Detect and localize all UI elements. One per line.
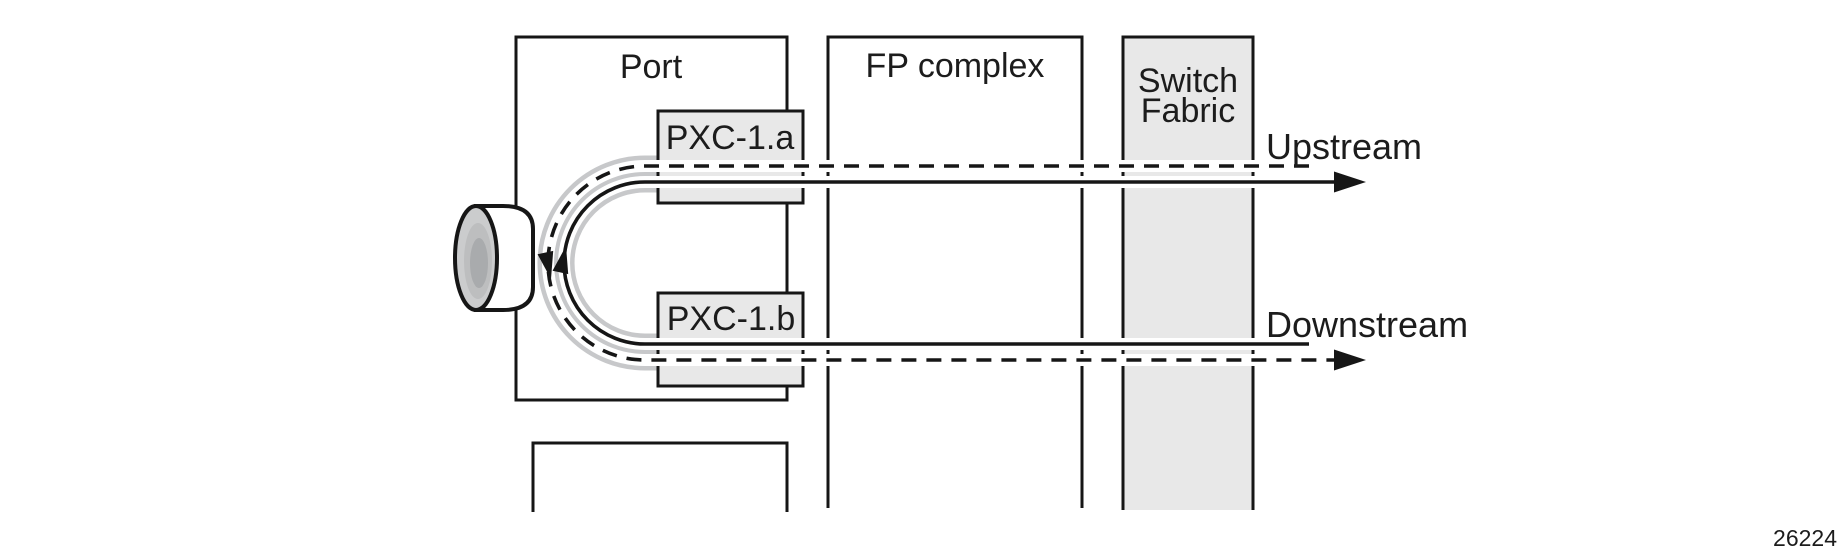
fp-complex-box — [826, 35, 1084, 508]
figure-number: 26224 — [1773, 525, 1837, 551]
pxc-a-label: PXC-1.a — [666, 119, 795, 157]
upstream-label: Upstream — [1266, 126, 1422, 167]
switch-fabric-box — [1121, 35, 1255, 510]
pxc-b-label: PXC-1.b — [667, 300, 796, 338]
labels: Port FP complex Switch Fabric PXC-1.a PX… — [620, 47, 1837, 551]
loopback-up-arrow-icon — [552, 246, 569, 275]
loopback-band-inner — [553, 171, 662, 355]
downstream-arrowhead-icon — [1334, 349, 1366, 371]
cable-connector-icon — [453, 204, 535, 312]
switch-fabric-label-line1: Switch — [1138, 62, 1238, 100]
switch-fabric-label-line2: Fabric — [1141, 92, 1235, 130]
connector-face-core — [470, 238, 488, 288]
port-box-lower — [531, 441, 789, 512]
port-label: Port — [620, 48, 683, 86]
fp-complex-label: FP complex — [866, 47, 1045, 85]
downstream-label: Downstream — [1266, 304, 1468, 345]
loopback-down-arrow-icon — [537, 250, 554, 279]
diagram-root: Port FP complex Switch Fabric PXC-1.a PX… — [453, 35, 1837, 551]
dashed-flow-line — [546, 164, 1336, 362]
upstream-arrowhead-icon — [1334, 171, 1366, 193]
